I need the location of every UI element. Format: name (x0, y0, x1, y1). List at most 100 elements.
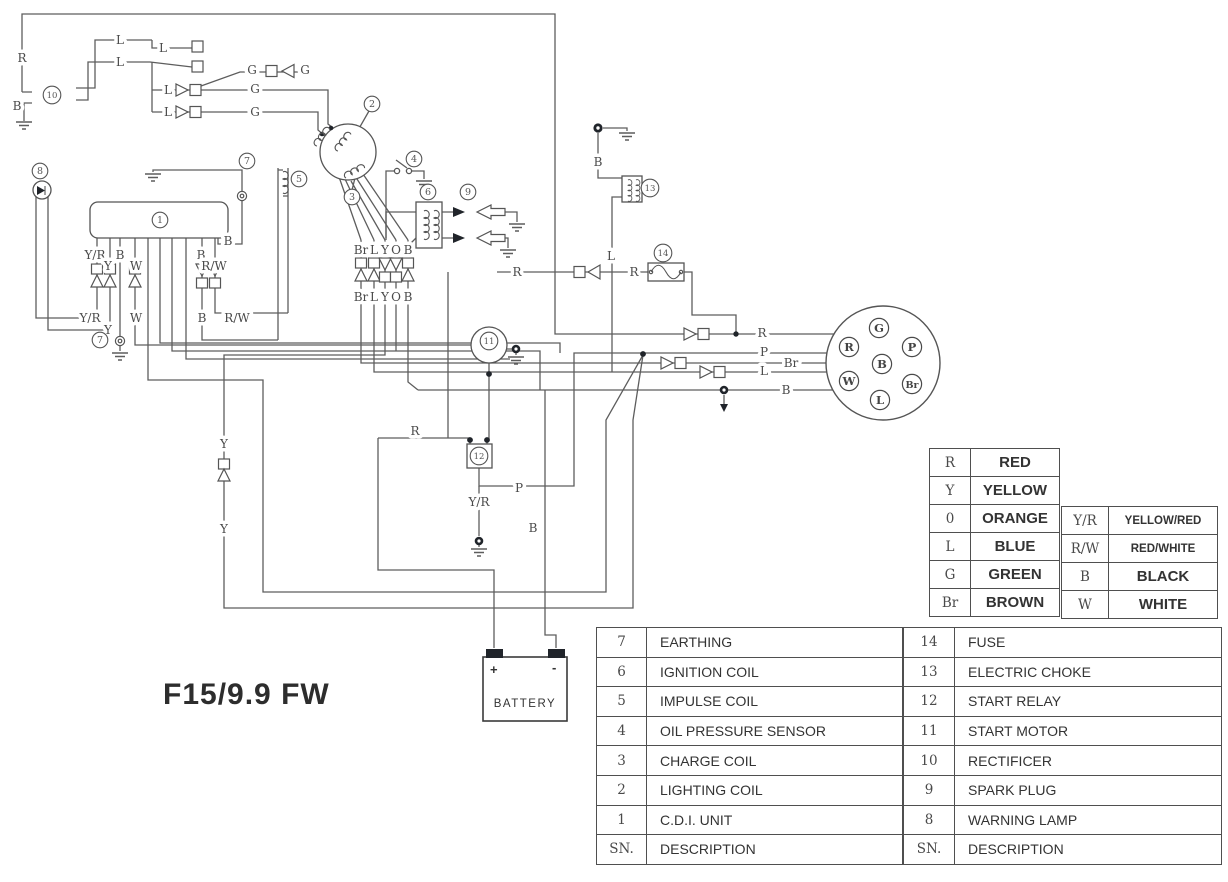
battery-label: BATTERY (494, 698, 556, 710)
component-number-circle (290, 170, 308, 188)
wire-label: R (410, 424, 420, 438)
color-code: Y/R (1061, 506, 1109, 535)
wire-label: W (130, 311, 143, 325)
battery-plus-label: + (490, 662, 498, 677)
wire-label: B (594, 155, 603, 169)
component-bodies (32, 123, 941, 722)
color-code: G (929, 560, 971, 589)
ground-symbols (16, 121, 635, 557)
wire-label: B (782, 383, 791, 397)
component-number-circle (363, 95, 381, 113)
wire-label: O (391, 290, 401, 304)
wire-label: Br (784, 356, 799, 370)
part-description: DESCRIPTION (954, 834, 1222, 865)
color-code: L (929, 532, 971, 561)
wire-label: R/W (224, 311, 250, 325)
color-code: B (1061, 562, 1109, 591)
component-number: 11 (484, 337, 495, 347)
table-row: SN.DESCRIPTION (596, 834, 903, 865)
component-number-circle (31, 162, 49, 180)
component-number: 10 (47, 91, 58, 101)
color-name: RED/WHITE (1108, 534, 1218, 563)
component-number-circle (42, 85, 62, 105)
part-description: START RELAY (954, 686, 1222, 717)
part-number: 1 (596, 804, 647, 836)
battery-minus-label: - (552, 660, 556, 675)
component-number-circle (653, 243, 673, 263)
wire-label: B (198, 311, 207, 325)
fuse-element (650, 264, 682, 280)
wire-label: G (250, 105, 260, 119)
wire-label: B (404, 290, 413, 304)
part-number: 2 (596, 774, 647, 806)
color-name: BROWN (970, 588, 1060, 617)
color-name: YELLOW/RED (1108, 506, 1218, 535)
component-number-circle (640, 178, 660, 198)
wire-label: P (515, 481, 523, 495)
table-row: SN.DESCRIPTION (903, 834, 1222, 865)
connector-pin (871, 353, 893, 375)
component-number: 5 (296, 174, 302, 185)
component-number: 1 (157, 215, 163, 226)
wire-label: B (116, 248, 125, 262)
part-description: ELECTRIC CHOKE (954, 656, 1222, 688)
part-number: 9 (903, 774, 955, 806)
part-number: 4 (596, 715, 647, 747)
wire-label: B (197, 248, 206, 262)
part-description: RECTIFICER (954, 745, 1222, 776)
part-number: 5 (596, 686, 647, 717)
color-name: BLUE (970, 532, 1060, 561)
connector-pin (838, 336, 860, 358)
wire-label: G (250, 82, 260, 96)
part-number: 12 (903, 686, 955, 717)
lamp-diode-icon (37, 186, 45, 195)
part-number: 13 (903, 656, 955, 688)
wire-label: R (17, 51, 27, 65)
wire-label: B (224, 234, 233, 248)
oil-switch-contact (405, 167, 413, 175)
wire-label: R/W (201, 259, 227, 273)
wire-label: Y/R (468, 495, 491, 509)
component-number: 14 (658, 249, 669, 259)
earthing-eyelets (114, 190, 248, 347)
connector-pin (868, 317, 890, 339)
model-title: F15/9.9 FW (163, 678, 330, 711)
battery-negative-terminal (548, 649, 565, 658)
ring-terminals (474, 123, 729, 546)
color-name: RED (970, 448, 1060, 477)
part-description: DESCRIPTION (646, 834, 903, 865)
color-code: Br (929, 588, 971, 617)
color-name: YELLOW (970, 476, 1060, 505)
component-number: 2 (369, 99, 375, 110)
connector-pin-label: Br (905, 380, 919, 391)
color-code: Y (929, 476, 971, 505)
part-description: CHARGE COIL (646, 745, 903, 776)
flywheel-magneto (319, 123, 377, 181)
ground-arrow (720, 404, 728, 412)
color-name: GREEN (970, 560, 1060, 589)
wire-label: O (391, 243, 401, 257)
wire-label: G (247, 63, 257, 77)
wire-label: L (370, 243, 378, 257)
spark-arrow (453, 207, 465, 217)
connector-pin (838, 370, 860, 392)
wire-label: Y (380, 290, 390, 304)
battery-box (482, 656, 568, 722)
part-description: START MOTOR (954, 715, 1222, 747)
component-number-circle (405, 150, 423, 168)
part-description: C.D.I. UNIT (646, 804, 903, 836)
